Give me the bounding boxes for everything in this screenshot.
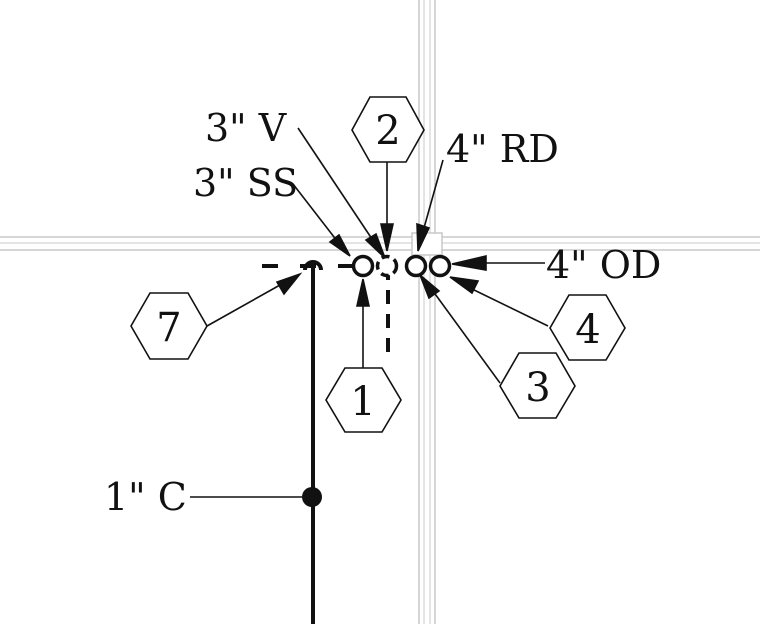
soil-stack-circle [351,254,375,278]
tag3-leader [429,286,501,384]
tag-3-hexagon [499,352,576,419]
hexagon-tags [130,96,626,433]
tag-2-number: 2 [375,108,400,154]
roof-drain-circle [404,254,428,278]
column-outline [411,232,443,256]
leader-lines [190,127,549,498]
tag2-leader-arrow [380,223,394,252]
tag1-leader-arrow [356,278,370,307]
soil-stack-leader-arrow [328,233,351,257]
roof-drain-label: 4" RD [446,127,559,171]
soil-stack-leader [292,183,342,247]
tag-4-number: 4 [575,307,600,353]
soil-stack-label: 3" SS [193,161,298,205]
tag-3-number: 3 [525,365,550,411]
condensate-riser-top-cap [303,260,323,271]
vent-leader-arrow [364,232,386,259]
overflow-drain-circle [428,254,452,278]
vent-circle [375,254,399,278]
tag7-leader [206,284,281,327]
overflow-drain-label: 4" OD [546,243,661,287]
tag7-leader-arrow [275,272,303,296]
overflow-drain-leader-arrow [451,254,487,271]
tag-7-hexagon [130,292,208,360]
condensate-junction-dot [302,487,322,507]
tag4-leader [469,287,549,327]
condensate-label: 1" C [104,475,187,519]
tag-4-hexagon [549,294,626,361]
tag3-leader-arrow [419,274,441,300]
tag-1-hexagon [325,367,402,433]
tag4-leader-arrow [449,276,480,295]
tag-7-number: 7 [156,305,181,351]
roof-drain-leader-arrow [416,222,431,252]
vent-leader [297,127,379,249]
vent-label: 3" V [205,106,287,150]
tag-2-hexagon [351,96,425,163]
tag-1-number: 1 [350,379,375,425]
roof-drain-leader [423,159,444,229]
